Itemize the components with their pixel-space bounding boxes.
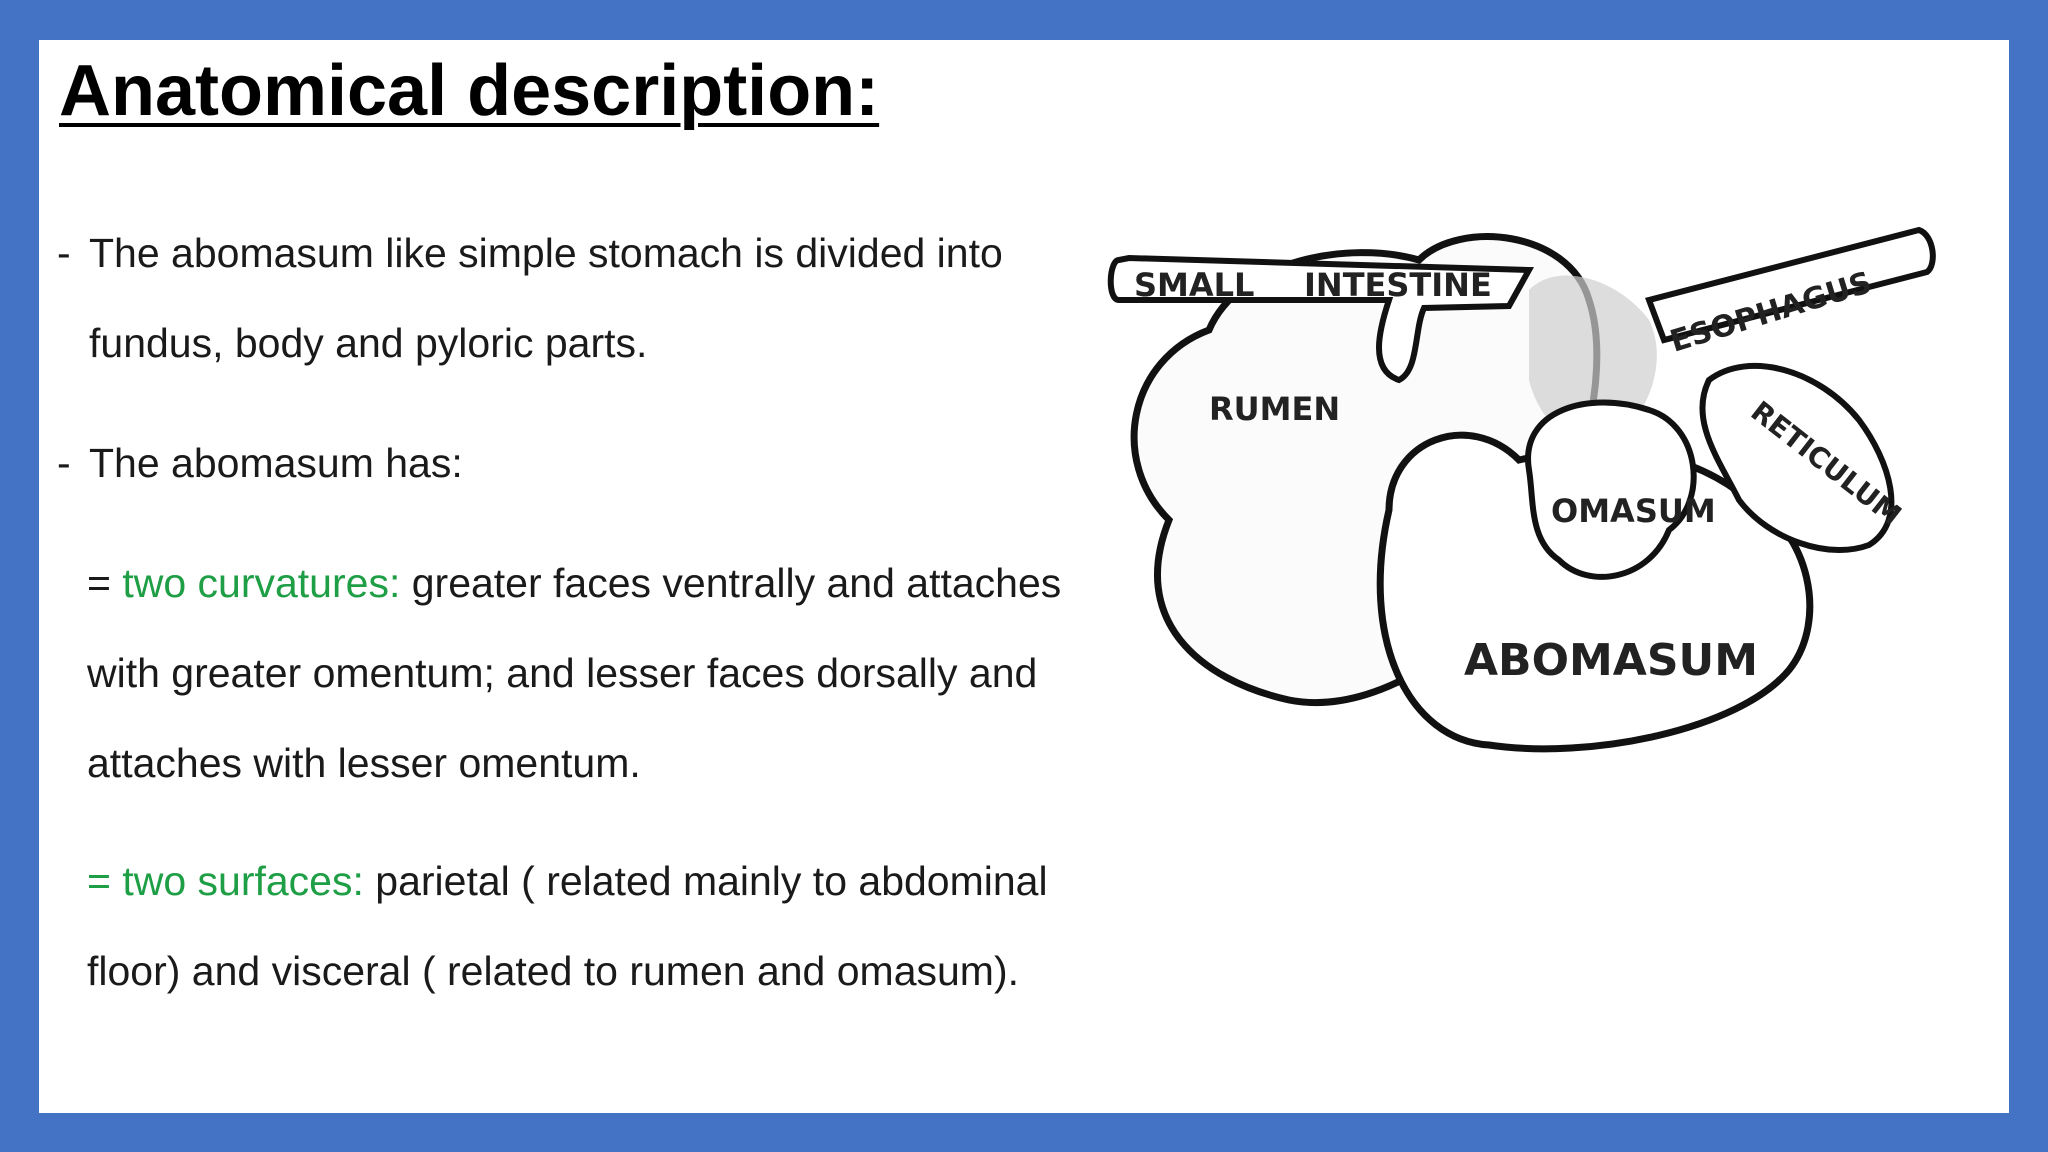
bullet-division: - The abomasum like simple stomach is di… bbox=[57, 208, 1097, 388]
item-curvatures-label: two curvatures: bbox=[122, 560, 401, 606]
small-intestine-shape bbox=[1107, 254, 1535, 384]
label-rumen: RUMEN bbox=[1209, 390, 1340, 428]
bullet-dash: - bbox=[57, 230, 71, 276]
slide-title: Anatomical description: bbox=[59, 51, 880, 131]
label-omasum: OMASUM bbox=[1551, 492, 1716, 530]
abomasum-shape bbox=[1376, 431, 1814, 753]
item-curvatures: = two curvatures: greater faces ventrall… bbox=[57, 538, 1097, 808]
bullet-has-text: The abomasum has: bbox=[89, 440, 463, 486]
item-surfaces-text: parietal ( related mainly to abdominal f… bbox=[87, 858, 1048, 994]
item-prefix: = bbox=[87, 858, 123, 904]
item-surfaces-label: two surfaces: bbox=[122, 858, 364, 904]
slide: Anatomical description: - The abomasum l… bbox=[39, 40, 2009, 1113]
stomach-diagram: SMALL INTESTINE ESOPHAGUS RUMEN OMASUM R… bbox=[1107, 226, 1936, 753]
label-abomasum: ABOMASUM bbox=[1464, 635, 1758, 686]
bullet-division-text: The abomasum like simple stomach is divi… bbox=[89, 230, 1003, 366]
label-small: SMALL bbox=[1134, 266, 1254, 304]
bullet-dash: - bbox=[57, 440, 71, 486]
shading bbox=[1529, 275, 1657, 442]
bullet-has: - The abomasum has: bbox=[57, 418, 1097, 508]
item-prefix: = bbox=[87, 560, 123, 606]
slide-body: - The abomasum like simple stomach is di… bbox=[57, 208, 1097, 1016]
reticulum-shape bbox=[1699, 363, 1895, 553]
label-intestine: INTESTINE bbox=[1304, 266, 1492, 304]
omasum-shape bbox=[1525, 399, 1697, 580]
item-curvatures-text: greater faces ventrally and attaches wit… bbox=[87, 560, 1062, 786]
esophagus-shape bbox=[1645, 226, 1936, 344]
item-surfaces: = two surfaces: parietal ( related mainl… bbox=[57, 836, 1097, 1016]
